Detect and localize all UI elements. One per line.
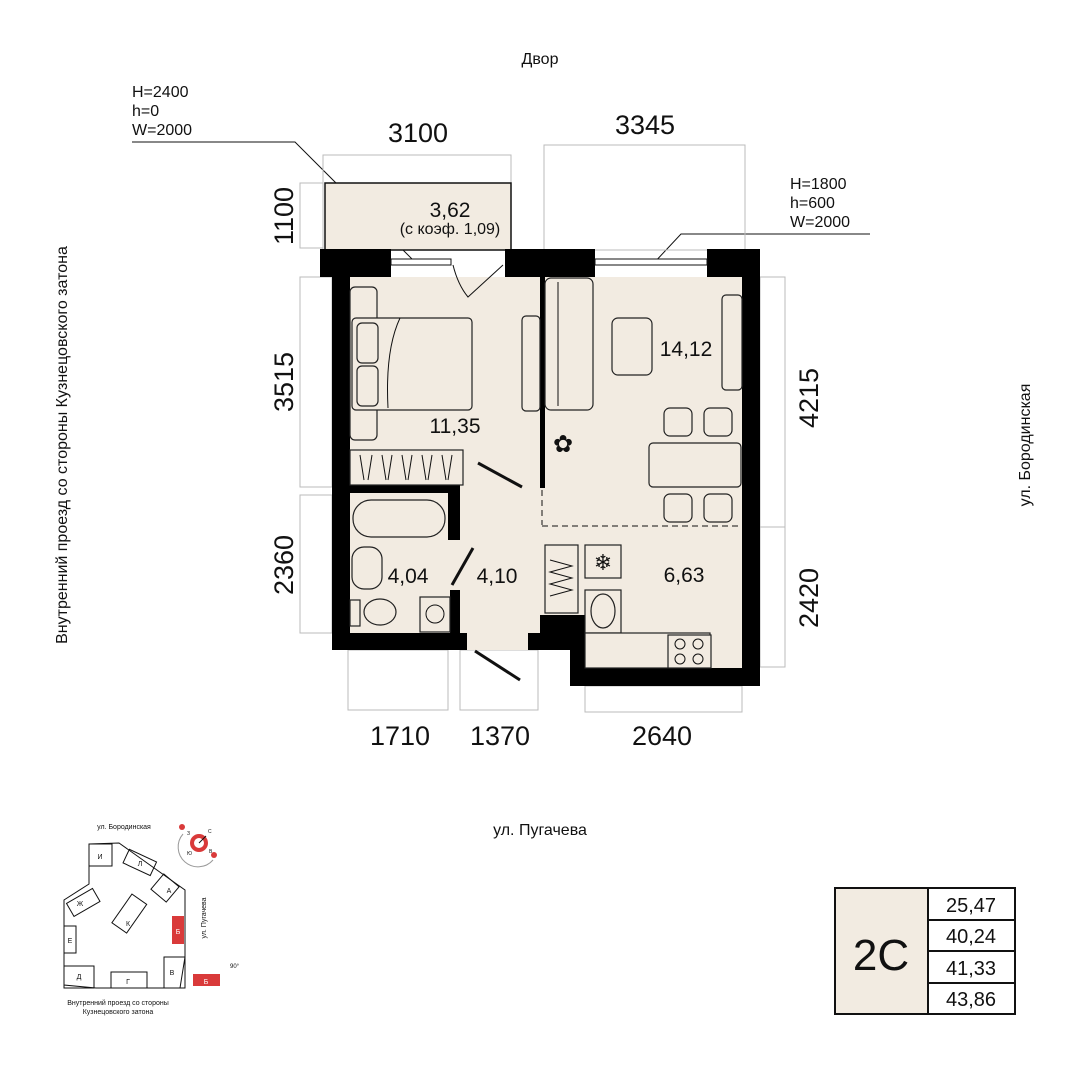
- furniture: ✿ ❄: [349, 277, 743, 669]
- site-right-street: ул. Пугачева: [201, 897, 208, 938]
- section-label: Ж: [77, 901, 84, 908]
- section-label: В: [170, 970, 175, 977]
- balcony-area: 3,62: [430, 199, 471, 222]
- site-bottom-text: Внутренний проезд со стороны: [67, 999, 169, 1007]
- dimension-top-1: 3100: [388, 118, 448, 148]
- note-line: H=2400: [132, 84, 189, 101]
- section-label: А: [167, 888, 172, 895]
- dimension-left-2: 3515: [269, 352, 299, 412]
- living-window-note: H=1800 h=600 W=2000: [651, 176, 870, 266]
- note-line: h=600: [790, 195, 835, 212]
- note-line: W=2000: [132, 122, 192, 139]
- rotated-section-label: Б: [204, 979, 209, 986]
- balcony-floor: [324, 182, 512, 251]
- bedroom-area: 11,35: [430, 415, 481, 438]
- summary-value: 41,33: [946, 958, 996, 980]
- note-line: W=2000: [790, 214, 850, 231]
- summary-value: 43,86: [946, 989, 996, 1011]
- balcony-door-note: H=2400 h=0 W=2000: [132, 84, 419, 266]
- bathroom-area: 4,04: [388, 565, 429, 588]
- apartment-type: 2С: [853, 931, 909, 980]
- compass-s: Ю: [187, 851, 192, 857]
- summary-value: 25,47: [946, 895, 996, 917]
- freezer-icon: ❄: [594, 550, 612, 575]
- note-line: h=0: [132, 103, 159, 120]
- dimension-left-3: 2360: [269, 535, 299, 595]
- section-label: Д: [77, 974, 82, 981]
- hall-area: 4,10: [477, 565, 518, 588]
- section-label: Г: [126, 979, 130, 986]
- orientation-right: ул. Бородинская: [1017, 384, 1034, 507]
- bedroom-door[interactable]: [477, 461, 523, 489]
- summary-value: 40,24: [946, 926, 996, 948]
- compass-n: С: [208, 829, 212, 835]
- section-label: И: [97, 854, 102, 861]
- living-area: 14,12: [660, 338, 713, 361]
- note-line: H=1800: [790, 176, 847, 193]
- entrance-door[interactable]: [474, 649, 521, 682]
- site-bottom-text: Кузнецовского затона: [83, 1009, 154, 1016]
- dimension-left-1: 1100: [269, 187, 299, 245]
- section-label: Л: [138, 861, 143, 868]
- orientation-bottom: ул. Пугачева: [493, 822, 587, 839]
- compass-icon: З С Ю В: [177, 824, 217, 868]
- section-label-highlighted: Б: [176, 929, 181, 936]
- rotation-label: 90°: [230, 964, 240, 970]
- compass-e: В: [209, 849, 213, 855]
- balcony-door-window: [390, 258, 452, 266]
- dimension-bottom-1: 1710: [370, 721, 430, 751]
- plant-icon: ✿: [553, 431, 573, 458]
- dimension-right-2: 2420: [794, 568, 824, 628]
- bathroom-door[interactable]: [450, 547, 475, 586]
- balcony-coefficient: (с коэф. 1,09): [400, 221, 501, 238]
- section-label: Е: [68, 938, 73, 945]
- dimension-bottom-2: 1370: [470, 721, 530, 751]
- dimension-right-1: 4215: [794, 368, 824, 428]
- living-window: [594, 258, 708, 266]
- dimension-top-2: 3345: [615, 110, 675, 140]
- section-label: К: [126, 921, 131, 928]
- orientation-left: Внутренний проезд со стороны Кузнецовско…: [54, 246, 71, 644]
- dimension-bottom-3: 2640: [632, 721, 692, 751]
- balcony-door[interactable]: [452, 264, 504, 298]
- compass-w: З: [187, 831, 190, 837]
- site-top-street: ул. Бородинская: [97, 824, 151, 831]
- site-plan: ул. Бородинская ул. Пугачева Внутренний …: [63, 824, 240, 1016]
- kitchen-area: 6,63: [664, 564, 705, 587]
- summary-table: 2С 25,47 40,24 41,33 43,86: [834, 887, 1016, 1015]
- orientation-top: Двор: [522, 51, 559, 68]
